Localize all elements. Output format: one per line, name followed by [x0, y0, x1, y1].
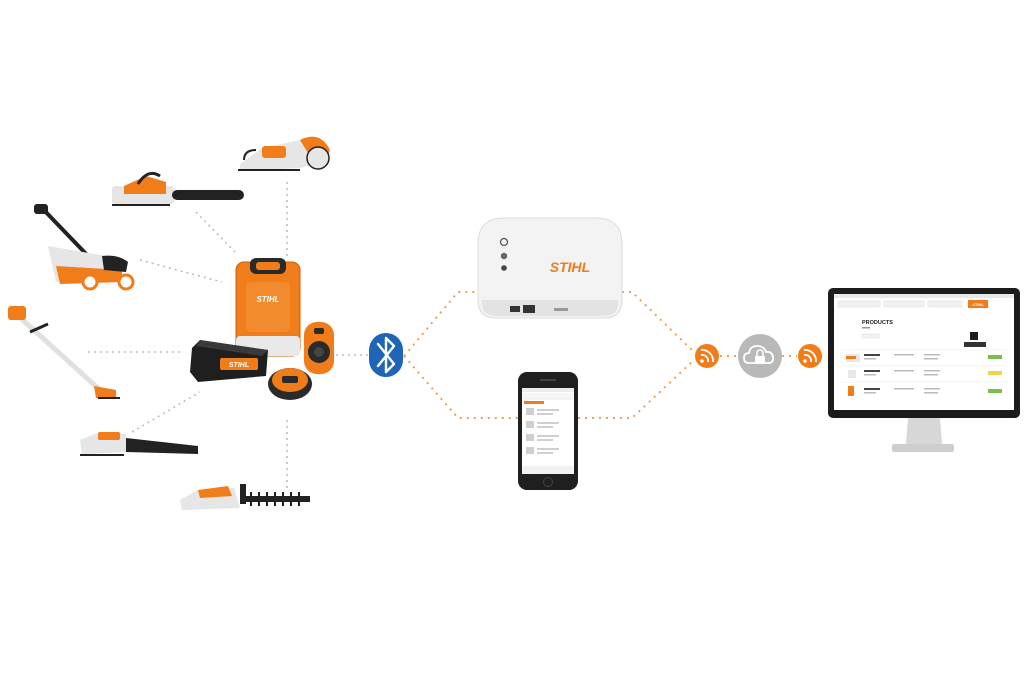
dashboard-title: PRODUCTS: [862, 320, 893, 326]
cutoff-saw-tool: [238, 136, 330, 171]
phone-screen: [522, 388, 574, 474]
gateway-brand-label: STIHL: [550, 259, 590, 275]
sim-slot: [554, 308, 568, 311]
connector-gateway-to-signal: [622, 291, 695, 353]
battery-hub: STIHL STIHL: [190, 258, 334, 400]
ethernet-port: [523, 305, 535, 313]
battery-pack-brand: STIHL: [229, 362, 249, 369]
dashboard-screen: [834, 294, 1014, 410]
connector-chainsaw: [195, 211, 236, 253]
table-row[interactable]: [848, 386, 1002, 396]
status-led: [500, 252, 508, 260]
connected-gateway-device: STIHL: [477, 217, 623, 319]
desktop-monitor: STIHL PRODUCTS: [828, 288, 1020, 452]
chainsaw-tool: [112, 171, 244, 206]
connector-phone-to-signal: [578, 359, 695, 419]
power-icon: [499, 237, 509, 247]
bluetooth-icon: [369, 333, 403, 377]
blower-tool: [80, 432, 198, 456]
connector-module-right: [304, 322, 334, 374]
table-row[interactable]: [846, 354, 1002, 362]
dashboard-action-button[interactable]: [968, 300, 988, 308]
data-connectors: [403, 291, 797, 419]
cloud-lock-icon: [738, 334, 782, 378]
connector-blower: [131, 391, 201, 433]
wireless-signal-icon: [695, 344, 719, 368]
microphone-icon: [501, 265, 507, 271]
connector-module-bottom: [268, 368, 312, 400]
usb-port: [510, 306, 520, 312]
tool-connectors: [88, 182, 368, 488]
dashboard-table: [842, 354, 1008, 396]
battery-pack: STIHL: [190, 340, 268, 382]
backpack-battery: STIHL: [235, 258, 301, 357]
dashboard-action-label: STIHL: [972, 302, 984, 307]
backpack-battery-brand: STIHL: [256, 295, 279, 304]
hedge-trimmer-tool: [180, 484, 310, 510]
lawn-mower-tool: [34, 204, 135, 291]
smartphone-device: [518, 372, 578, 490]
connector-bluetooth-to-phone: [403, 355, 518, 419]
grass-trimmer-tool: [8, 306, 120, 399]
connector-lawn-mower: [139, 259, 223, 283]
table-row[interactable]: [848, 370, 1002, 378]
wireless-signal-icon: [798, 344, 822, 368]
connector-bluetooth-to-gateway: [403, 291, 476, 357]
